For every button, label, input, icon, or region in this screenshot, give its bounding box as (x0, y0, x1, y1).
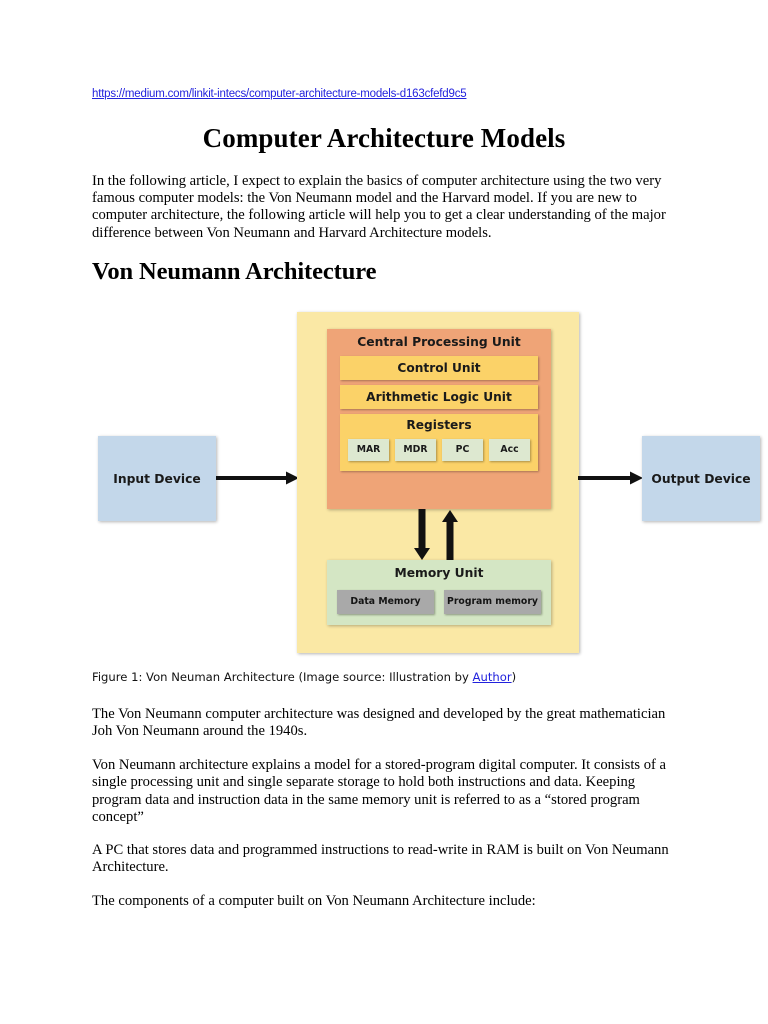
figure-caption-prefix: Figure 1: Von Neuman Architecture (Image… (92, 670, 473, 684)
registers-box: Registers MAR MDR PC Acc (340, 414, 538, 471)
cpu-memory-bus-arrows-icon (414, 509, 458, 561)
memory-unit-title: Memory Unit (394, 566, 484, 580)
input-device-label: Input Device (113, 471, 201, 486)
program-memory-cell: Program memory (444, 590, 541, 614)
source-url-link[interactable]: https://medium.com/linkit-intecs/compute… (92, 88, 467, 100)
body-paragraph-1: The Von Neumann computer architecture wa… (92, 706, 666, 740)
memory-unit-box: Memory Unit Data Memory Program memory (327, 560, 551, 625)
intro-paragraph: In the following article, I expect to ex… (92, 173, 666, 241)
control-unit-label: Control Unit (397, 361, 481, 375)
control-unit-box: Control Unit (340, 356, 538, 380)
body-paragraph-2: Von Neumann architecture explains a mode… (92, 757, 666, 825)
body-paragraph-4: The components of a computer built on Vo… (92, 893, 536, 909)
data-memory-cell: Data Memory (337, 590, 434, 614)
system-container: Central Processing Unit Control Unit Ari… (297, 312, 579, 653)
output-device-label: Output Device (651, 471, 751, 486)
register-row: MAR MDR PC Acc (348, 439, 530, 461)
arrow-input-to-cpu-icon (216, 471, 299, 485)
figure-caption-author-link[interactable]: Author (472, 670, 512, 684)
memory-cell-row: Data Memory Program memory (337, 590, 541, 614)
alu-box: Arithmetic Logic Unit (340, 385, 538, 409)
cpu-title: Central Processing Unit (357, 335, 521, 349)
register-mdr: MDR (395, 439, 436, 461)
register-pc: PC (442, 439, 483, 461)
arrow-cpu-to-output-icon (578, 471, 643, 485)
alu-label: Arithmetic Logic Unit (366, 390, 512, 404)
figure-caption-suffix: ) (511, 670, 517, 684)
section-heading-von-neumann: Von Neumann Architecture (92, 258, 377, 285)
figure-caption: Figure 1: Von Neuman Architecture (Image… (92, 670, 516, 684)
input-device-box: Input Device (98, 436, 216, 521)
body-paragraph-3: A PC that stores data and programmed ins… (92, 842, 669, 876)
register-mar: MAR (348, 439, 389, 461)
registers-label: Registers (406, 418, 472, 432)
register-acc: Acc (489, 439, 530, 461)
page-title: Computer Architecture Models (202, 123, 566, 153)
output-device-box: Output Device (642, 436, 760, 521)
cpu-box: Central Processing Unit Control Unit Ari… (327, 329, 551, 509)
figure-von-neumann-architecture: Input Device Central Processing Unit Con… (92, 310, 760, 655)
